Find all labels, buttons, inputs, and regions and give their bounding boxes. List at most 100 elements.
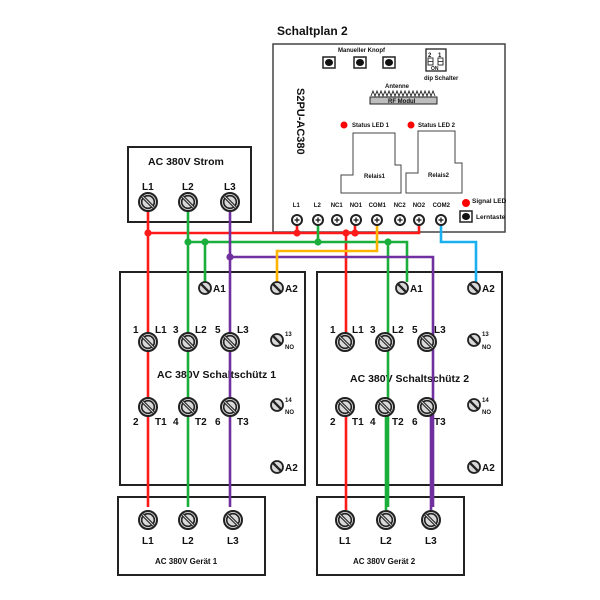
contactor-1-aux-14-terminal[interactable] xyxy=(269,397,285,413)
supply-terminal-label-l3: L3 xyxy=(224,182,236,193)
device-1-terminal-label-l1: L1 xyxy=(142,536,154,547)
contactor-1-aux-13-num: 13 xyxy=(285,332,292,338)
contactor-1-output-num: 4 xyxy=(173,417,179,428)
contactor-2-output-label: T3 xyxy=(434,417,446,428)
contactor-2-aux-13-label: NO xyxy=(482,345,491,351)
junction-dot xyxy=(201,238,209,246)
contactor-1-a2-terminal[interactable] xyxy=(269,280,285,296)
antenna-icon xyxy=(370,89,436,98)
module-terminal-label-com1: COM1 xyxy=(369,203,387,209)
contactor-1-output-label: T1 xyxy=(155,417,167,428)
dip-number-1: 1 xyxy=(438,53,442,59)
contactor-2-a1-terminal[interactable] xyxy=(394,280,410,296)
contactor-2-a2-label: A2 xyxy=(482,284,495,295)
contactor-2-aux-14-terminal[interactable] xyxy=(466,397,482,413)
relay-2-label: Relais2 xyxy=(428,173,450,179)
wire-com1-to-contactor1-a2 xyxy=(275,225,379,282)
dip-switch[interactable]: 2 1 ON xyxy=(425,48,447,72)
contactor-2-aux-13-terminal[interactable] xyxy=(466,332,482,348)
contactor-2-input-num: 1 xyxy=(330,325,336,336)
contactor-2-output-terminal-t3[interactable] xyxy=(416,396,438,418)
contactor-1-input-terminal-l3[interactable] xyxy=(219,331,241,353)
contactor-1-output-terminal-t1[interactable] xyxy=(137,396,159,418)
module-terminal-no1[interactable] xyxy=(350,214,362,226)
contactor-1-aux-13-terminal[interactable] xyxy=(269,332,285,348)
receiver-module: S2PU-AC380 Manueller Knopf 2 1 ON dip Sc… xyxy=(272,43,507,233)
manual-buttons-label: Manueller Knopf xyxy=(338,48,386,54)
relay-2: Relais2 xyxy=(405,130,463,194)
contactor-2-input-terminal-l1[interactable] xyxy=(334,331,356,353)
contactor-2-title: AC 380V Schaltschütz 2 xyxy=(350,373,469,385)
contactor-1-title: AC 380V Schaltschütz 1 xyxy=(157,369,276,381)
module-model: S2PU-AC380 xyxy=(294,88,306,155)
signal-led-icon xyxy=(462,199,470,207)
module-terminal-label-l2: L2 xyxy=(314,203,322,209)
supply-terminal-l1[interactable] xyxy=(137,191,159,213)
contactor-2-input-label: L2 xyxy=(392,325,404,336)
rf-module xyxy=(369,96,438,105)
wires xyxy=(144,211,478,510)
contactor-2-a1-label: A1 xyxy=(410,284,423,295)
supply-title: AC 380V Strom xyxy=(148,156,224,168)
device-2-terminal-l1[interactable] xyxy=(334,509,356,531)
contactor-2-input-terminal-l2[interactable] xyxy=(374,331,396,353)
wire-l2-bus-to-contactor2-a1 xyxy=(188,240,409,282)
contactor-2-output-terminal-t1[interactable] xyxy=(334,396,356,418)
contactor-2-output-terminal-t2[interactable] xyxy=(374,396,396,418)
module-terminal-label-l1: L1 xyxy=(293,203,301,209)
manual-button-3[interactable] xyxy=(382,56,396,69)
wire-com2-to-contactor2-a2 xyxy=(439,225,478,282)
module-terminal-no2[interactable] xyxy=(413,214,425,226)
contactor-1-a2-bottom-terminal[interactable] xyxy=(269,459,285,475)
device-1-terminal-l3[interactable] xyxy=(222,509,244,531)
contactor-2-input-label: L3 xyxy=(434,325,446,336)
device-2-terminal-l2[interactable] xyxy=(375,509,397,531)
learn-button-label: Lerntaste xyxy=(476,214,506,221)
supply-terminal-l3[interactable] xyxy=(219,191,241,213)
module-terminal-nc1[interactable] xyxy=(331,214,343,226)
device-1-title: AC 380V Gerät 1 xyxy=(155,557,218,566)
junction-dot xyxy=(293,229,301,237)
device-1-terminal-l1[interactable] xyxy=(137,509,159,531)
manual-button-2[interactable] xyxy=(353,56,367,69)
device-1-terminal-label-l3: L3 xyxy=(227,536,239,547)
contactor-1-aux-13-label: NO xyxy=(285,345,294,351)
module-terminal-com1[interactable] xyxy=(371,214,383,226)
junction-dot xyxy=(351,229,359,237)
contactor-1-output-terminal-t2[interactable] xyxy=(177,396,199,418)
device-1-terminal-l2[interactable] xyxy=(177,509,199,531)
dip-switch-label: dip Schalter xyxy=(424,76,459,82)
contactor-1-a1-terminal[interactable] xyxy=(197,280,213,296)
device-2-terminal-l3[interactable] xyxy=(420,509,442,531)
module-terminal-nc2[interactable] xyxy=(394,214,406,226)
module-terminal-l2[interactable] xyxy=(312,214,324,226)
contactor-1-output-label: T3 xyxy=(237,417,249,428)
junction-dot xyxy=(226,253,234,261)
diagram-title: Schaltplan 2 xyxy=(277,24,348,38)
contactor-2-aux-13-num: 13 xyxy=(482,332,489,338)
contactor-2-input-terminal-l3[interactable] xyxy=(416,331,438,353)
wire-l1-to-no2 xyxy=(346,225,421,235)
device-1: AC 380V Gerät 1 L1 L2 L3 xyxy=(117,496,266,576)
module-terminal-l1[interactable] xyxy=(291,214,303,226)
status-led-1-label: Status LED 1 xyxy=(352,123,390,129)
device-1-terminal-label-l2: L2 xyxy=(182,536,194,547)
contactor-1-output-num: 6 xyxy=(215,417,221,428)
module-terminal-com2[interactable] xyxy=(435,214,447,226)
supply-terminal-l2[interactable] xyxy=(177,191,199,213)
contactor-1-aux-14-num: 14 xyxy=(285,398,292,404)
contactor-1-input-terminal-l2[interactable] xyxy=(177,331,199,353)
module-terminal-label-nc2: NC2 xyxy=(394,203,407,209)
contactor-1-output-terminal-t3[interactable] xyxy=(219,396,241,418)
contactor-1-input-num: 1 xyxy=(133,325,139,336)
contactor-2-a2-bottom-terminal[interactable] xyxy=(466,459,482,475)
learn-button[interactable] xyxy=(459,210,473,223)
contactor-1-input-terminal-l1[interactable] xyxy=(137,331,159,353)
contactor-2-a2-terminal[interactable] xyxy=(466,280,482,296)
junction-dot xyxy=(144,229,152,237)
contactor-2-output-num: 6 xyxy=(412,417,418,428)
junction-dot xyxy=(342,229,350,237)
manual-button-1[interactable] xyxy=(322,56,336,69)
